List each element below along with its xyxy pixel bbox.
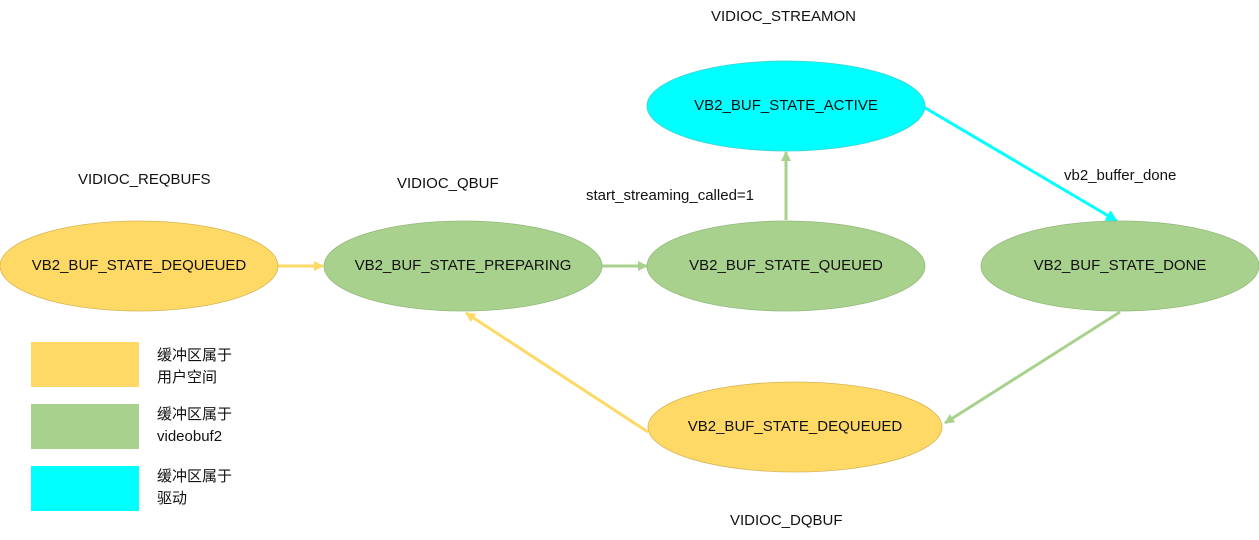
legend-swatch-driver (31, 466, 139, 511)
node-preparing (323, 220, 603, 312)
label-streamon: VIDIOC_STREAMON (711, 8, 857, 25)
legend-videobuf2-line2: videobuf2 (157, 428, 223, 445)
legend-text-videobuf2: 缓冲区属于 videobuf2 (157, 404, 232, 448)
edge-dequeued-to-preparing-return (465, 311, 649, 434)
label-reqbufs: VIDIOC_REQBUFS (78, 171, 211, 188)
edge-active-to-done (921, 104, 1118, 223)
node-dequeued-bottom-label: VB2_BUF_STATE_DEQUEUED (687, 418, 903, 435)
legend-text-user: 缓冲区属于 用户空间 (157, 345, 232, 389)
node-active (646, 60, 926, 152)
node-preparing-label: VB2_BUF_STATE_PREPARING (354, 257, 572, 274)
legend-driver-line2: 驱动 (157, 490, 188, 507)
node-active-label: VB2_BUF_STATE_ACTIVE (694, 97, 878, 114)
label-qbuf: VIDIOC_QBUF (397, 175, 499, 192)
node-done-label: VB2_BUF_STATE_DONE (1033, 257, 1207, 274)
label-start-streaming: start_streaming_called=1 (586, 187, 755, 204)
legend-driver-line1: 缓冲区属于 (157, 468, 233, 485)
legend-user-line2: 用户空间 (157, 369, 218, 386)
legend-swatch-videobuf2 (31, 404, 139, 449)
node-dequeued-left (0, 220, 279, 312)
node-dequeued-left-label: VB2_BUF_STATE_DEQUEUED (31, 257, 247, 274)
legend-text-driver: 缓冲区属于 驱动 (157, 466, 232, 510)
node-dequeued-bottom (647, 381, 943, 473)
legend-swatch-user (31, 342, 139, 387)
label-buffer-done: vb2_buffer_done (1064, 167, 1177, 184)
node-queued (646, 220, 926, 312)
node-done (980, 220, 1259, 312)
legend-videobuf2-line1: 缓冲区属于 (157, 406, 233, 423)
edge-done-to-dequeued (944, 310, 1121, 425)
legend-user-line1: 缓冲区属于 (157, 347, 233, 364)
node-queued-label: VB2_BUF_STATE_QUEUED (689, 257, 883, 274)
label-dqbuf: VIDIOC_DQBUF (730, 512, 843, 529)
